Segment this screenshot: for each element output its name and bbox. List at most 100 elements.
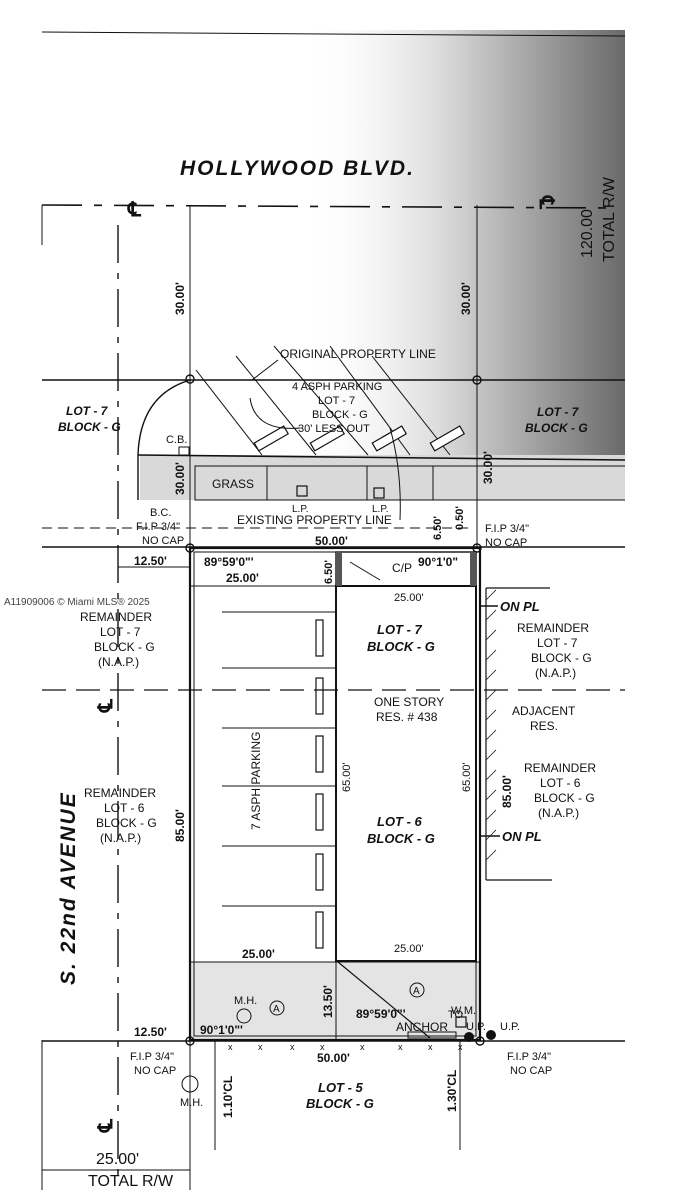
- rem6-right-line-1: REMAINDER: [524, 761, 596, 775]
- avenue-row-total: TOTAL R/W: [88, 1173, 174, 1190]
- centerline-symbol-avenue-2: ℄: [95, 1118, 117, 1133]
- adjacent-hatch: [485, 589, 497, 861]
- property-corner-bottom-right: [475, 1036, 485, 1046]
- carport-label: C/P: [392, 561, 412, 575]
- wheel-stops: [315, 619, 324, 949]
- carport-wall-right: [470, 552, 476, 586]
- lot6-center-line-1: LOT - 6: [377, 814, 423, 829]
- dim-left-30-mid: 30.00': [173, 462, 187, 495]
- rem7-right-line-4: (N.A.P.): [535, 666, 576, 680]
- dim-right-30-top: 30.00': [459, 282, 473, 315]
- lot5-line-2: BLOCK - G: [306, 1096, 374, 1111]
- fip-bottom-right-line-1: F.I.P 3/4": [507, 1051, 551, 1063]
- angle-top-right: 90°1'0": [418, 555, 458, 569]
- rem7-right-line-3: BLOCK - G: [531, 651, 592, 665]
- rem7-left-line-3: BLOCK - G: [94, 640, 155, 654]
- svg-text:x: x: [320, 1042, 325, 1052]
- utility-pole-dot-1: [464, 1032, 474, 1042]
- rem7-left-line-1: REMAINDER: [80, 610, 152, 624]
- watermark: A11909006 © Miami MLS® 2025: [4, 597, 150, 608]
- bc-label: B.C.: [150, 507, 171, 519]
- dim-2500-a: 25.00': [226, 571, 259, 585]
- original-property-line-label: ORIGINAL PROPERTY LINE: [280, 347, 436, 361]
- dim-2500-c: 25.00': [242, 947, 275, 961]
- lot-boundary: [188, 546, 482, 1042]
- sidewalk-shading: [140, 455, 625, 500]
- rem6-left-line-3: BLOCK - G: [96, 816, 157, 830]
- dim-050: 0.50': [454, 506, 466, 530]
- anchor-label: ANCHOR: [396, 1020, 448, 1034]
- property-corner-top-left: [185, 374, 195, 384]
- svg-text:x: x: [428, 1042, 433, 1052]
- catch-basin-label: C.B.: [166, 434, 187, 446]
- dim-1350: 13.50': [321, 985, 335, 1018]
- svg-text:x: x: [228, 1042, 233, 1052]
- avenue-row-width: 25.00': [96, 1151, 139, 1168]
- dim-130: 1.30'CL: [445, 1070, 459, 1112]
- dim-right-30-mid: 30.00': [481, 451, 495, 484]
- fip-top-right-line-2: NO CAP: [485, 537, 527, 549]
- svg-text:x: x: [360, 1042, 365, 1052]
- to-anchor-label: TO: [448, 1009, 464, 1021]
- curb-return-arc: [137, 379, 191, 456]
- water-meter-label: W.M.: [451, 1005, 476, 1017]
- parking-side-label: 7 ASPH PARKING: [249, 732, 263, 830]
- manhole-circle-1: [236, 1008, 252, 1024]
- less-out-leader-right: [389, 427, 401, 521]
- dim-650-top: 6.50': [432, 516, 444, 540]
- hollywood-centerline: [41, 204, 616, 209]
- dim-1250-top: 12.50': [134, 554, 167, 568]
- centerline-symbol-avenue-1: ℄: [95, 698, 117, 713]
- street-hollywood-blvd: HOLLYWOOD BLVD.: [180, 157, 415, 180]
- on-pl-label-2: ON PL: [502, 829, 542, 844]
- water-meter-icon: [455, 1016, 467, 1028]
- rem7-right-line-2: LOT - 7: [537, 636, 578, 650]
- rem7-left-line-2: LOT - 7: [100, 625, 141, 639]
- adjacent-line-1: ADJACENT: [512, 704, 576, 718]
- parking-top-line-4: 30' LESS OUT: [298, 423, 370, 435]
- rem7-right-line-1: REMAINDER: [517, 621, 589, 635]
- fip-top-right-line-1: F.I.P 3/4": [485, 523, 529, 535]
- one-story-line-1: ONE STORY: [374, 695, 444, 709]
- curb-line-top: [137, 454, 626, 461]
- manhole-label-2: M.H.: [180, 1097, 203, 1109]
- hollywood-row-width: 120.00': [579, 206, 596, 258]
- marker-a-label-1: A: [273, 1004, 280, 1015]
- catch-basin-icon: [178, 446, 190, 456]
- lot7-center-line-1: LOT - 7: [377, 622, 423, 637]
- angle-top-left: 89°59'0"': [204, 555, 254, 569]
- adjacent-line-2: RES.: [530, 719, 558, 733]
- original-property-line-leader: [251, 359, 279, 381]
- parking-stall-lines: [222, 611, 336, 907]
- dim-8500-left: 85.00': [173, 809, 187, 842]
- dim-8500-right: 85.00': [500, 775, 514, 808]
- parking-top-line-1: 4 ASPH PARKING: [292, 381, 382, 393]
- fip-bottom-left-line-2: NO CAP: [134, 1065, 176, 1077]
- grass-label: GRASS: [212, 477, 254, 491]
- lot7-right-line-2: BLOCK - G: [525, 421, 588, 435]
- rem6-right-line-2: LOT - 6: [540, 776, 581, 790]
- svg-text:x: x: [258, 1042, 263, 1052]
- light-pole-box-2: [366, 465, 434, 501]
- lot7-left-line-2: BLOCK - G: [58, 420, 121, 434]
- dim-6500-left: 65.00': [341, 762, 353, 792]
- carport-wall-left: [336, 552, 342, 586]
- parking-stall-marks-top: [253, 425, 466, 452]
- light-pole-icon-1: [296, 485, 308, 497]
- utility-pole-label-1: U.P.: [466, 1021, 486, 1033]
- lot7-left-line-1: LOT - 7: [66, 404, 109, 418]
- angle-bottom-left: 90°1'0"': [200, 1023, 243, 1037]
- dim-1250-bottom: 12.50': [134, 1025, 167, 1039]
- dim-6500-right: 65.00': [461, 762, 473, 792]
- dim-left-30-top: 30.00': [173, 282, 187, 315]
- marker-a-label-2: A: [413, 986, 420, 997]
- one-story-line-2: RES. # 438: [376, 710, 438, 724]
- rem7-left-line-4: (N.A.P.): [98, 655, 139, 669]
- rem6-right-line-4: (N.A.P.): [538, 806, 579, 820]
- light-pole-label-2: L.P.: [372, 504, 389, 515]
- hollywood-row-total: TOTAL R/W: [601, 176, 618, 262]
- svg-text:x: x: [290, 1042, 295, 1052]
- utility-pole-dot-2: [486, 1030, 496, 1040]
- dim-5000-top: 50.00': [315, 534, 348, 548]
